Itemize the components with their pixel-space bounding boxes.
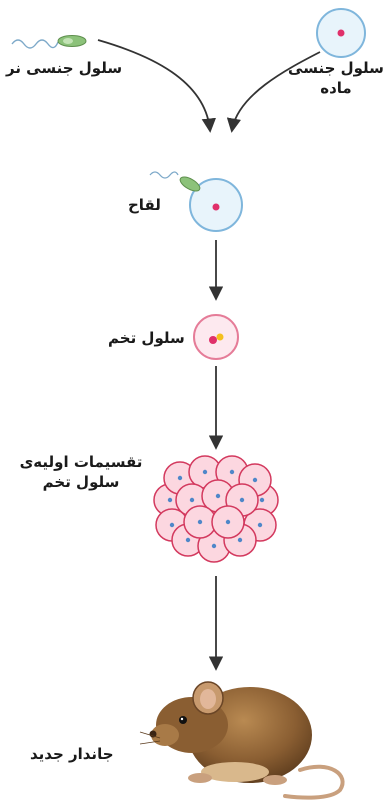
sperm-icon [12,36,86,49]
female-cell-label: سلول جنسی ماده [288,58,384,99]
divisions-label-line2: سلول تخم [6,472,156,492]
egg-cell-icon [317,9,365,57]
female-cell-label-line1: سلول جنسی [288,58,384,78]
new-organism-label: جاندار جدید [30,744,114,764]
zygote-icon [194,315,238,359]
mouse-icon [140,682,343,798]
female-cell-label-line2: ماده [288,78,384,98]
divisions-label-line1: تقسیمات اولیه‌ی [6,452,156,472]
arrow-from-sperm [98,40,210,130]
male-cell-label: سلول جنسی نر [6,58,122,78]
fertilization-icon [150,172,242,231]
zygote-label: سلول تخم [108,328,185,348]
divisions-label: تقسیمات اولیه‌ی سلول تخم [6,452,156,493]
fertilization-label: لقاح [128,195,161,215]
